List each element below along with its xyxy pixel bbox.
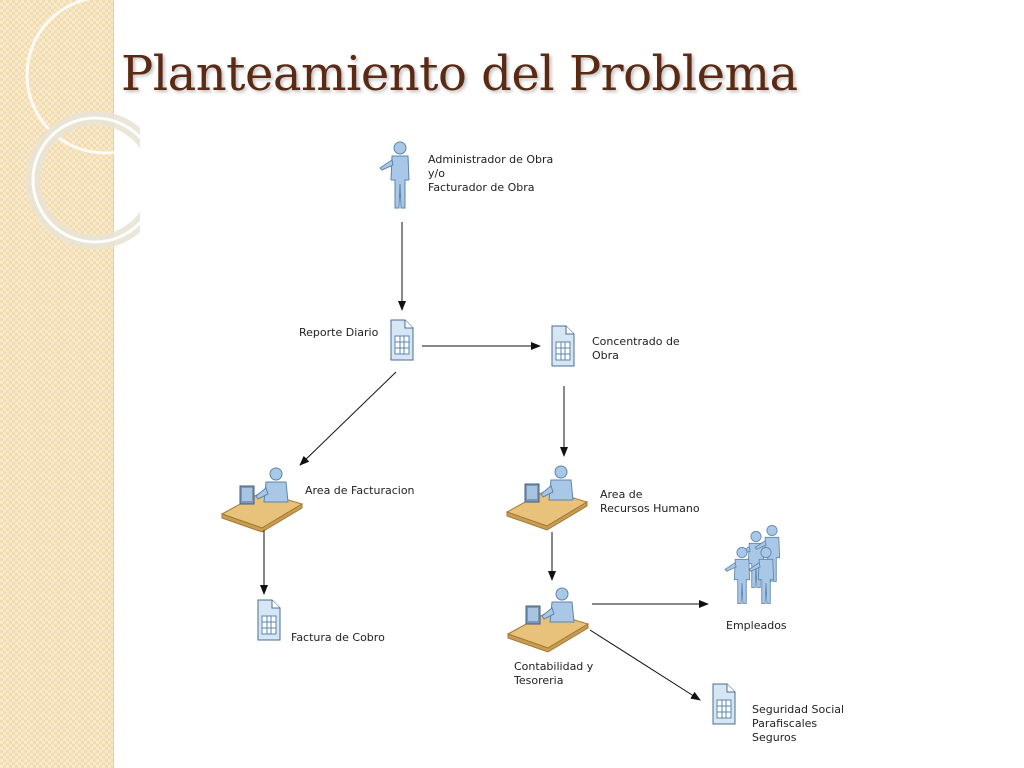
empleados-label: Empleados xyxy=(726,619,787,632)
empleados-group-icon xyxy=(724,524,781,604)
area-facturacion-label: Area de Facturacion xyxy=(305,484,415,497)
arrow-contabilidad-to-seguridad xyxy=(589,629,701,701)
reporte-diario-label: Reporte Diario xyxy=(299,326,379,339)
concentrado-document-icon xyxy=(551,325,575,367)
reporte-diario-document-icon xyxy=(390,319,414,361)
arrow-reporte-to-facturacion xyxy=(299,371,397,466)
area-facturacion-desk-icon xyxy=(221,467,303,533)
slide-title: Planteamiento del Problema xyxy=(121,46,798,102)
contabilidad-desk-icon xyxy=(507,587,589,653)
decorative-rings xyxy=(25,0,140,249)
factura-document-icon xyxy=(257,599,281,641)
area-rrhh-desk-icon xyxy=(506,465,588,531)
area-rrhh-label: Area de Recursos Humano xyxy=(600,488,700,515)
administrator-person-icon xyxy=(379,141,410,209)
contabilidad-label: Contabilidad y Tesoreria xyxy=(514,660,594,687)
seguridad-label: Seguridad Social Parafiscales Seguros xyxy=(752,703,845,744)
factura-label: Factura de Cobro xyxy=(291,631,385,644)
seguridad-document-icon xyxy=(712,683,736,725)
admin-label: Administrador de Obra y/o Facturador de … xyxy=(428,153,554,194)
concentrado-label: Concentrado de Obra xyxy=(592,335,680,362)
